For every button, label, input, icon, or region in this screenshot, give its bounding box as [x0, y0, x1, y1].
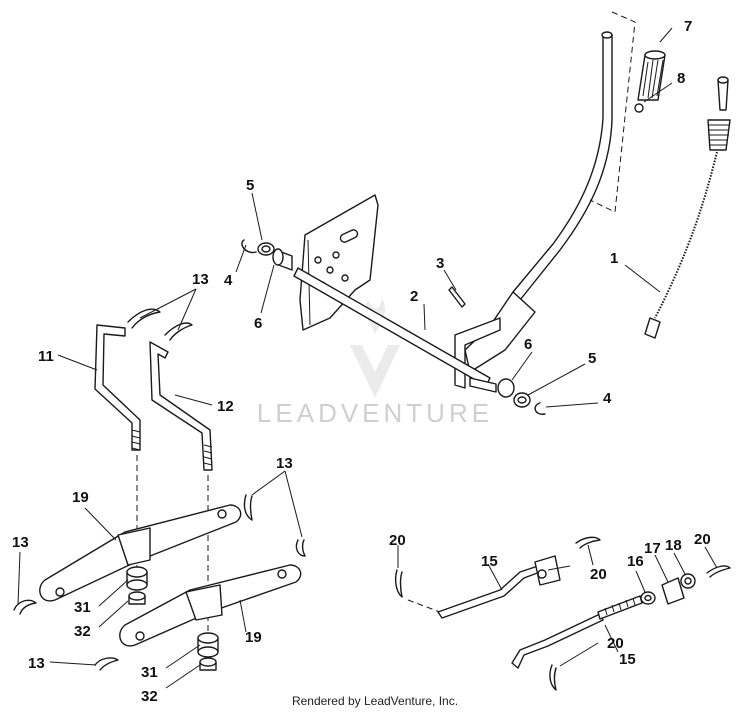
hairpin-clip-right [243, 494, 306, 557]
hairpin-clip-top-a [127, 308, 161, 329]
trunnion-17 [661, 577, 685, 605]
callout-5-left: 5 [246, 177, 254, 194]
hairpin-clip-20-c [706, 565, 731, 578]
callout-4-right: 4 [603, 390, 612, 407]
callout-6-left: 6 [254, 315, 262, 332]
handle-grip [637, 50, 666, 101]
spacer-upper [126, 566, 148, 591]
callout-17: 17 [644, 540, 661, 557]
callout-8: 8 [677, 70, 685, 87]
hairpin-clip-left [13, 599, 37, 615]
callouts: 7 8 1 2 3 5 4 6 6 5 4 13 11 12 13 19 13 … [12, 18, 711, 705]
cross-shaft [293, 267, 491, 387]
hairpin-clip-20-b [575, 536, 601, 549]
callout-1: 1 [610, 250, 618, 267]
callout-32-lower: 32 [141, 688, 158, 705]
callout-19-upper: 19 [72, 489, 89, 506]
callout-11: 11 [38, 348, 54, 365]
callout-13-bottom: 13 [28, 655, 45, 672]
callout-20-right: 20 [694, 531, 711, 548]
callout-2: 2 [410, 288, 418, 305]
callout-31-lower: 31 [141, 664, 158, 681]
callout-5-right: 5 [588, 350, 596, 367]
hairpin-clip-20-a [394, 569, 403, 598]
adjust-rod-lower [511, 595, 643, 669]
nut-18 [680, 573, 696, 589]
callout-16: 16 [627, 553, 644, 570]
footer-credit: Rendered by LeadVenture, Inc. [291, 694, 459, 708]
callout-12: 12 [217, 398, 234, 415]
callout-20-lower: 20 [607, 635, 624, 652]
leader-lines [17, 27, 718, 689]
spacer-lower [197, 632, 219, 658]
callout-13-right: 13 [276, 455, 293, 472]
lift-rod [644, 76, 731, 339]
watermark-text: LEADVENTURE [257, 398, 493, 428]
hairpin-clip-bottom [94, 657, 119, 671]
lift-arm-upper [39, 504, 242, 602]
roll-pin [448, 286, 466, 308]
callout-19-lower: 19 [245, 629, 262, 646]
callout-6-right: 6 [524, 336, 532, 353]
callout-13-left: 13 [12, 534, 29, 551]
callout-4-left: 4 [224, 272, 233, 289]
callout-20-left: 20 [389, 532, 406, 549]
lift-arm-lower [119, 564, 302, 647]
hairpin-clip-20-d [549, 664, 557, 691]
callout-20-mid: 20 [590, 566, 607, 583]
callout-7: 7 [684, 18, 692, 35]
button-spring [634, 103, 644, 113]
nut-upper [128, 591, 146, 605]
callout-18: 18 [665, 537, 682, 554]
callout-15-lower: 15 [619, 651, 636, 668]
left-bushing-set [241, 239, 293, 271]
callout-15-upper: 15 [481, 553, 498, 570]
align-rod [407, 599, 441, 613]
callout-3: 3 [436, 255, 444, 272]
lift-link-left [94, 324, 141, 451]
lift-link-right [149, 341, 213, 471]
hairpin-clip-top-b [164, 322, 193, 341]
right-bushing-set [469, 377, 546, 415]
callout-13-top: 13 [192, 271, 209, 288]
callout-32-upper: 32 [74, 623, 91, 640]
handle-outline [589, 11, 636, 213]
lift-lever [454, 31, 613, 389]
callout-31-upper: 31 [74, 599, 91, 616]
adjust-rod-upper [437, 555, 571, 619]
nut-lower [199, 657, 217, 671]
